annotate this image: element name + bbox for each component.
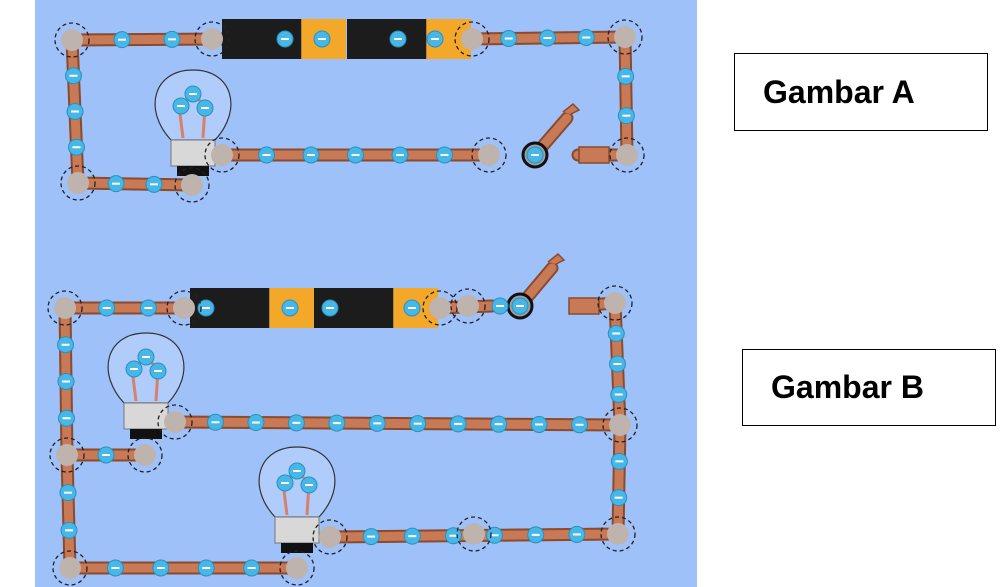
bulb-base: [130, 429, 162, 439]
junction-ring: [127, 437, 163, 473]
junction-node: [134, 444, 156, 466]
junction-node: [461, 28, 483, 50]
label-gambar-b: Gambar B: [742, 349, 996, 426]
bulb-socket: [274, 516, 320, 544]
wire-core: [620, 32, 632, 160]
junction-node: [286, 557, 308, 579]
battery-body: [347, 19, 427, 59]
junction-node: [457, 295, 479, 317]
junction-ring: [54, 22, 90, 58]
switch-contact: [578, 146, 610, 164]
wire-core: [73, 178, 197, 190]
junction-ring: [52, 550, 88, 586]
junction-node: [61, 29, 83, 51]
junction-ring: [602, 407, 638, 443]
junction-node: [607, 523, 629, 545]
junction-node: [463, 523, 485, 545]
junction-ring: [194, 21, 230, 57]
bulb-glass: [154, 69, 232, 141]
junction-ring: [312, 519, 348, 555]
bulb-glass: [107, 332, 185, 404]
circuit-a: [54, 19, 645, 203]
junction-node: [54, 297, 76, 319]
junction-node: [67, 172, 89, 194]
junction-node: [173, 297, 195, 319]
wire-core: [62, 450, 75, 573]
junction-ring: [471, 137, 507, 173]
junction-ring: [609, 137, 645, 173]
junction-ring: [49, 437, 85, 473]
junction-node: [56, 444, 78, 466]
wire-core: [170, 417, 625, 430]
junction-ring: [422, 290, 458, 326]
bulb-socket: [123, 402, 169, 430]
junction-ring: [450, 288, 486, 324]
bulb-glass: [258, 446, 336, 518]
wire-core: [613, 420, 625, 539]
junction-ring: [600, 516, 636, 552]
junction-node: [609, 414, 631, 436]
switch-hook: [547, 252, 566, 265]
junction-ring: [47, 290, 83, 326]
junction-node: [181, 174, 203, 196]
junction-ring: [157, 404, 193, 440]
junction-ring: [204, 137, 240, 173]
junction-node: [604, 292, 626, 314]
junction-ring: [279, 550, 315, 586]
junction-ring: [60, 165, 96, 201]
junction-node: [201, 28, 223, 50]
junction-node: [614, 26, 636, 48]
junction-ring: [454, 21, 490, 57]
junction-ring: [456, 516, 492, 552]
junction-node: [319, 526, 341, 548]
bulb-base: [281, 543, 313, 553]
switch-contact: [568, 297, 600, 315]
junction-node: [59, 557, 81, 579]
bulb-socket: [170, 139, 216, 167]
junction-ring: [166, 290, 202, 326]
junction-node: [478, 144, 500, 166]
junction-ring: [174, 167, 210, 203]
junction-node: [616, 144, 638, 166]
junction-node: [164, 411, 186, 433]
bulb-base: [177, 166, 209, 176]
junction-node: [429, 297, 451, 319]
switch-hook: [562, 102, 581, 115]
junction-ring: [597, 285, 633, 321]
circuit-b: [47, 252, 638, 586]
junction-node: [211, 144, 233, 166]
junction-ring: [607, 19, 643, 55]
wire-core: [67, 34, 227, 45]
label-gambar-a: Gambar A: [734, 53, 988, 131]
